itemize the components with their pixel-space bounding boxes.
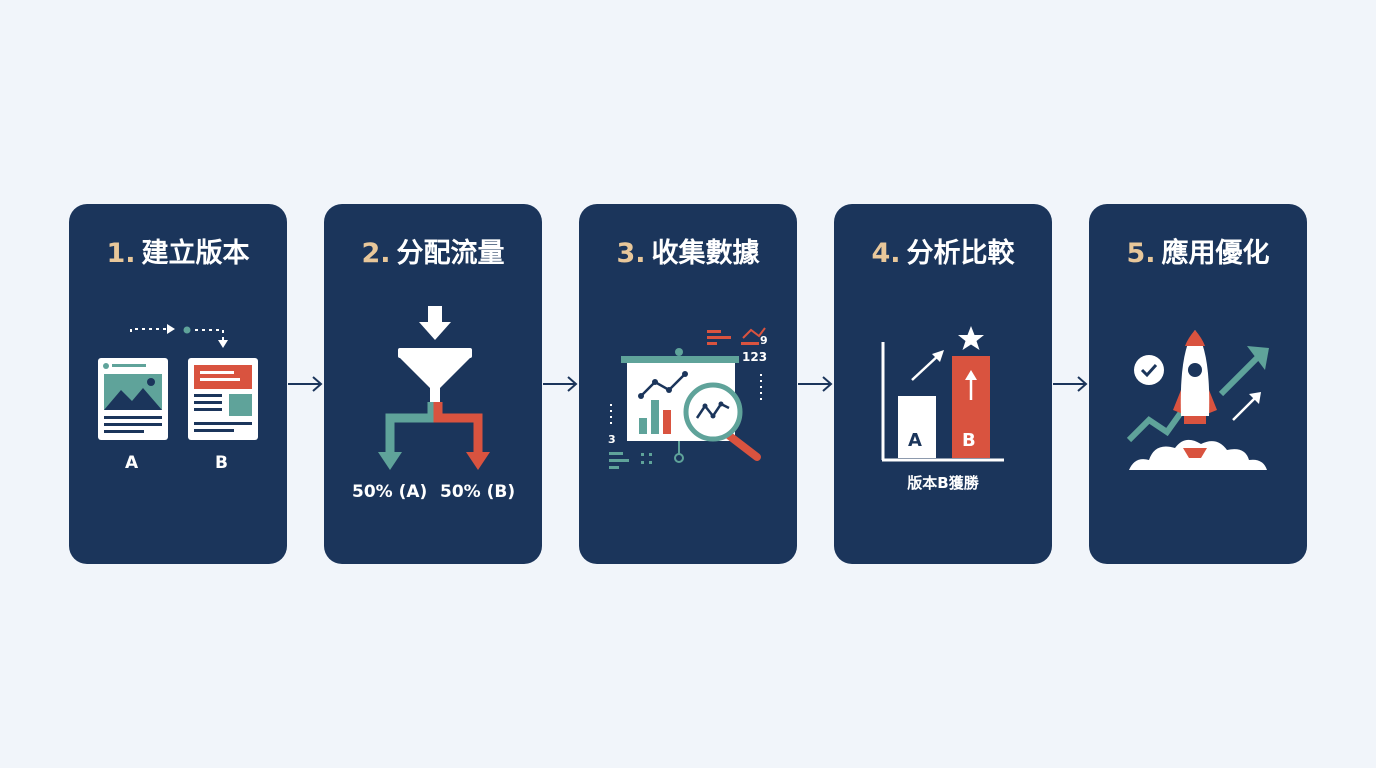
step-card-1: 1.建立版本 A B [69, 204, 287, 564]
data-number-123: 123 [742, 350, 768, 364]
flow-arrow-icon [543, 376, 578, 392]
data-number-3: 3 [608, 433, 616, 446]
winner-label: 版本B獲勝 [907, 474, 979, 492]
funnel-split-icon [378, 306, 490, 470]
bar-b-label: B [962, 430, 976, 451]
step-title: 3.收集數據 [616, 238, 760, 269]
data-board-magnifier-icon [609, 327, 766, 469]
version-a-label: A [125, 453, 139, 473]
step-card-3: 3.收集數據 [579, 204, 797, 564]
flow-arrow-icon [288, 376, 323, 392]
step-title: 4.分析比較 [871, 238, 1015, 269]
traffic-b-label: 50% (B) [440, 482, 516, 502]
version-b-label: B [215, 453, 228, 473]
rocket-launch-icon [1126, 330, 1269, 470]
two-page-versions-icon [98, 324, 258, 440]
step-title: 5.應用優化 [1126, 238, 1270, 269]
step-card-4: 4.分析比較 A B 版本B獲勝 [834, 204, 1052, 564]
bar-comparison-icon [881, 326, 1004, 462]
data-number-9: 9 [760, 334, 768, 347]
step-card-5: 5.應用優化 [1089, 204, 1307, 564]
step-title: 1.建立版本 [106, 238, 250, 269]
step-card-2: 2.分配流量 50% (A) 50% (B) [324, 204, 542, 564]
flow-arrow-icon [798, 376, 833, 392]
step-title: 2.分配流量 [361, 238, 505, 269]
bar-a-label: A [908, 430, 922, 451]
flow-arrow-icon [1053, 376, 1088, 392]
traffic-a-label: 50% (A) [352, 482, 428, 502]
